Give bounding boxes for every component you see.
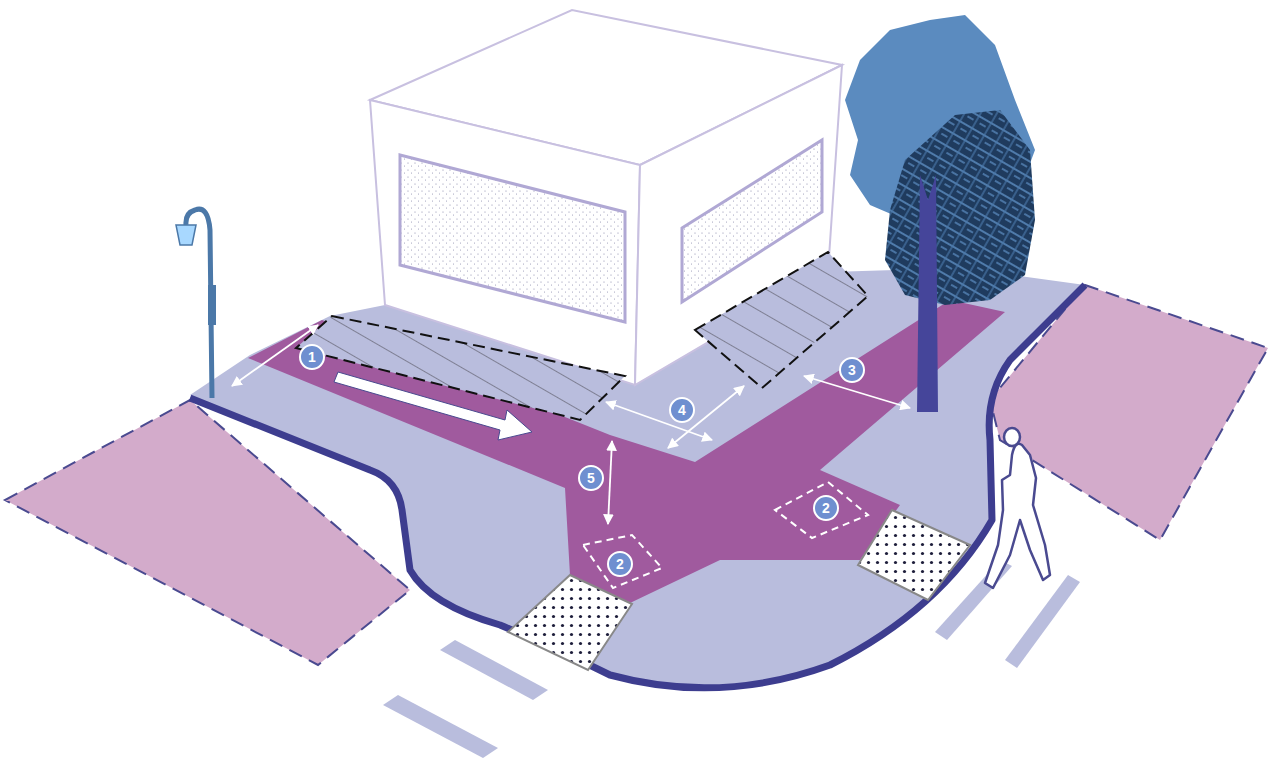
callout-number: 2	[607, 551, 633, 577]
callout-number: 3	[839, 357, 865, 383]
window	[400, 155, 625, 322]
callout-number: 2	[813, 495, 839, 521]
frontage-zone	[695, 252, 868, 388]
pedestrian-figure	[985, 428, 1050, 588]
direction-arrow	[334, 372, 532, 440]
street-lamp	[176, 209, 216, 398]
ramp-zone	[583, 535, 662, 588]
callout-number: 1	[299, 344, 325, 370]
tactile-pad	[508, 575, 632, 670]
callout-number: 4	[669, 397, 695, 423]
tree-trunk	[917, 175, 938, 412]
frontage-zone	[296, 316, 625, 420]
crosswalk-stripe	[383, 695, 498, 758]
tree-foliage	[885, 110, 1035, 305]
tactile-pad	[858, 510, 970, 600]
callout-number: 5	[578, 465, 604, 491]
ramp-zone	[775, 482, 868, 538]
crosswalk-stripe	[440, 640, 548, 700]
dimension-arrows	[232, 325, 910, 524]
crosswalk-stripe	[1005, 575, 1080, 668]
